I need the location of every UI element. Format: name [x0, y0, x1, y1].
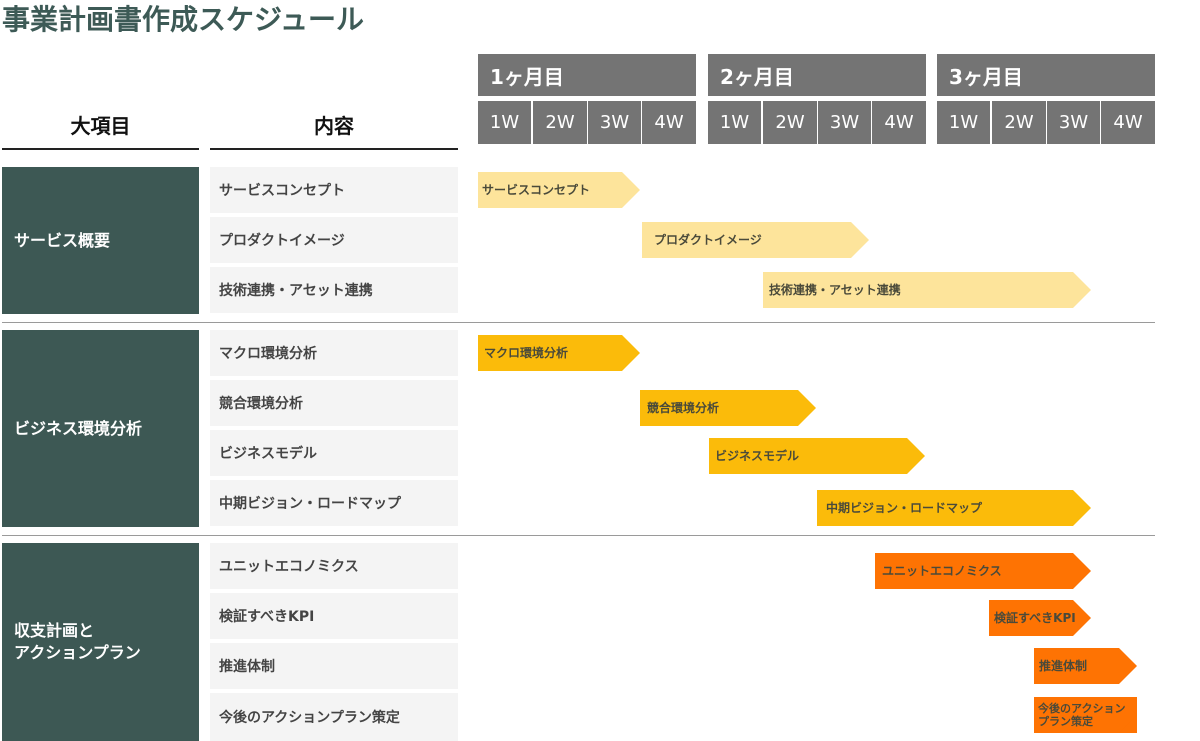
week-header: 2W — [533, 101, 587, 144]
gantt-bar: サービスコンセプト — [478, 172, 640, 208]
gantt-bar: 推進体制 — [1034, 648, 1137, 684]
task-label: ユニットエコノミクス — [210, 543, 458, 589]
gantt-bar: 競合環境分析 — [640, 390, 816, 426]
month-1-header: 1ヶ月目 — [478, 54, 696, 96]
page-title: 事業計画書作成スケジュール — [2, 3, 365, 36]
task-label: 中期ビジョン・ロードマップ — [210, 480, 458, 526]
bar-label-line: プラン策定 — [1038, 715, 1093, 728]
week-header: 4W — [642, 101, 696, 144]
task-label: サービスコンセプト — [210, 167, 458, 213]
week-header: 3W — [588, 101, 641, 144]
week-header: 1W — [937, 101, 990, 144]
gantt-bar: ユニットエコノミクス — [875, 553, 1091, 589]
group-service-overview: サービス概要 — [2, 167, 199, 314]
group-divider — [2, 535, 1155, 536]
gantt-bar: 検証すべきKPI — [989, 600, 1091, 636]
task-label: マクロ環境分析 — [210, 330, 458, 376]
group-divider — [2, 322, 1155, 323]
group-label-line: アクションプラン — [14, 643, 141, 662]
week-header: 1W — [708, 101, 761, 144]
task-label: 競合環境分析 — [210, 380, 458, 426]
task-label: 今後のアクションプラン策定 — [210, 693, 458, 741]
task-label: プロダクトイメージ — [210, 217, 458, 263]
category-header: 大項目 — [2, 100, 199, 150]
gantt-bar: プロダクトイメージ — [642, 222, 869, 258]
task-label: 推進体制 — [210, 643, 458, 689]
gantt-bar: マクロ環境分析 — [478, 335, 640, 371]
task-label: 検証すべきKPI — [210, 593, 458, 639]
content-header: 内容 — [210, 100, 458, 150]
week-header: 4W — [872, 101, 926, 144]
task-label: 技術連携・アセット連携 — [210, 267, 458, 313]
week-header: 3W — [818, 101, 871, 144]
month-2-header: 2ヶ月目 — [708, 54, 926, 96]
week-header: 2W — [992, 101, 1046, 144]
month-3-header: 3ヶ月目 — [937, 54, 1155, 96]
group-revenue-action-plan: 収支計画と アクションプラン — [2, 543, 199, 741]
bar-label-line: 今後のアクション — [1038, 702, 1126, 715]
week-header: 4W — [1101, 101, 1155, 144]
gantt-bar: ビジネスモデル — [709, 438, 925, 474]
gantt-bar: 今後のアクション プラン策定 — [1034, 697, 1137, 733]
group-business-environment: ビジネス環境分析 — [2, 330, 199, 527]
gantt-bar: 技術連携・アセット連携 — [763, 272, 1091, 308]
week-header: 3W — [1047, 101, 1100, 144]
task-label: ビジネスモデル — [210, 430, 458, 476]
week-header: 2W — [763, 101, 817, 144]
bar-shape — [1034, 697, 1137, 733]
group-label-line: 収支計画と — [14, 621, 95, 640]
gantt-bar: 中期ビジョン・ロードマップ — [817, 490, 1091, 526]
week-header: 1W — [478, 101, 531, 144]
